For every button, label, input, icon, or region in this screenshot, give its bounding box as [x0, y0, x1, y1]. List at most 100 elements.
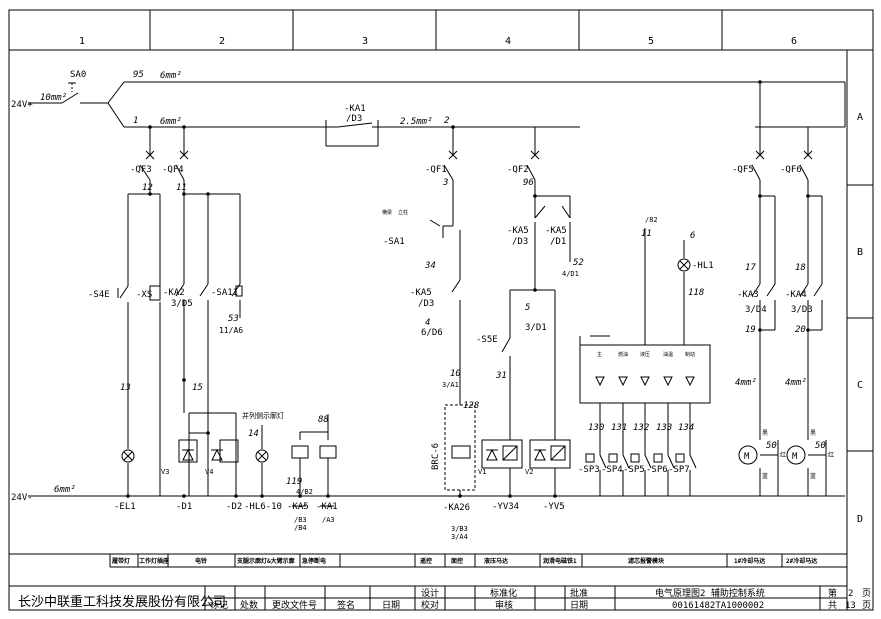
node-52-ref: 4/D1 — [562, 270, 579, 278]
supply-plus: 24V+ — [11, 100, 33, 110]
dev-sp7: -SP7 — [668, 465, 690, 475]
node-10: 10 — [450, 369, 461, 379]
tb-ye: 页 — [862, 588, 871, 599]
dev-ka1-b-ref: /A3 — [322, 516, 335, 524]
dev-qf1: -QF1 — [425, 165, 447, 175]
func-10: 润滑电磁铁1 — [543, 557, 577, 565]
node-133: 133 — [656, 423, 672, 433]
dev-ka5-c: -KA5 — [545, 226, 567, 236]
func-9: 液压马达 — [484, 557, 508, 565]
node-118: 118 — [688, 288, 704, 298]
tb-date2: 日期 — [570, 600, 588, 611]
func-0: 履带灯 — [111, 557, 130, 565]
motor-2-icon — [786, 445, 806, 465]
dev-ka5-b: -KA5 — [507, 226, 529, 236]
node-52: 52 — [573, 258, 584, 268]
func-1: 工作灯插座 — [139, 557, 169, 565]
tb-standard: 标准化 — [490, 587, 517, 599]
wire-minus: 6mm² — [54, 485, 76, 495]
wire-in: 10mm² — [40, 93, 67, 103]
node-50a: 50 — [766, 441, 777, 451]
node-5-ref: 3/D1 — [525, 323, 547, 333]
switch-sa0: SA0 — [70, 70, 86, 80]
dev-hl1: -HL1 — [692, 261, 714, 271]
dev-ka1: -KA1 — [344, 104, 366, 114]
row-b: B — [857, 247, 863, 258]
dev-sa1-l: 横梁 — [382, 209, 392, 216]
dev-qf3: -QF3 — [130, 165, 152, 175]
panel-label-1: 燃油 — [618, 351, 628, 358]
dev-sa11: -SA11 — [211, 288, 238, 298]
func-7: 遥控 — [420, 557, 432, 565]
motor-2-wire-b: 红 — [828, 451, 834, 459]
dev-d2: -D2 — [226, 502, 242, 512]
col-2: 2 — [219, 36, 225, 47]
node-119: 119 — [286, 477, 302, 487]
col-5: 5 — [648, 36, 654, 47]
drawing-title: 电气原理图2_辅助控制系统 — [655, 587, 765, 599]
node-50b: 50 — [815, 441, 826, 451]
tb-di: 第 — [828, 587, 837, 599]
node-53: 53 — [228, 314, 239, 324]
tb-mark: 标记 — [210, 599, 228, 611]
dev-ka1-ref: /D3 — [346, 114, 362, 124]
dev-hl6: -HL6-10 — [244, 502, 282, 512]
tb-sign: 签名 — [337, 599, 355, 611]
dev-ka4-ref: 3/D3 — [791, 305, 813, 315]
func-13: 2#冷却马达 — [786, 557, 817, 565]
dev-ka5-d: -KA5 — [287, 502, 309, 512]
dev-ka5-a: -KA5 — [410, 288, 432, 298]
tb-page: 2 — [848, 589, 853, 599]
dev-sp4: -SP4 — [601, 465, 623, 475]
dev-qf6: -QF6 — [780, 165, 802, 175]
dev-ka26-ref: 3/B3 — [451, 525, 468, 533]
node-4: 4 — [425, 318, 430, 328]
node-95: 95 — [133, 70, 144, 80]
dev-yv5: -YV5 — [543, 502, 565, 512]
tb-count: 处数 — [240, 599, 258, 611]
node-134: 134 — [678, 423, 694, 433]
tb-review: 审核 — [495, 599, 513, 611]
panel-label-2: 液压 — [640, 351, 650, 358]
lamp-note: 并列侧示廓灯 — [242, 411, 284, 420]
node-53-ref: 11/A6 — [219, 326, 243, 335]
dev-ka3: -KA3 — [737, 290, 759, 300]
node-31: 31 — [495, 371, 507, 381]
dev-ka5-a-ref: /D3 — [418, 299, 434, 309]
dev-v3: V3 — [161, 468, 169, 476]
tb-date: 日期 — [382, 600, 400, 611]
func-12: 1#冷却马达 — [734, 557, 765, 565]
dev-sp5: -SP5 — [623, 465, 645, 475]
col-4: 4 — [505, 36, 511, 47]
col-3: 3 — [362, 36, 368, 47]
dev-yv34: -YV34 — [492, 502, 519, 512]
dev-qf2: -QF2 — [507, 165, 529, 175]
dev-d1: -D1 — [176, 502, 192, 512]
node-119-ref: 4/B2 — [296, 488, 313, 496]
node-131: 131 — [611, 423, 627, 433]
panel-label-3: 油温 — [663, 351, 673, 358]
node-96: 96 — [523, 178, 534, 188]
func-3: 支腿示廓灯&大臂示廓 — [236, 557, 295, 565]
node-2: 2 — [444, 116, 449, 126]
supply-minus: 24V- — [11, 493, 33, 503]
dev-ka5-d-ref2: /B4 — [294, 524, 307, 532]
tb-change-doc: 更改文件号 — [272, 599, 317, 611]
node-3: 3 — [442, 178, 448, 188]
motor-2-wire-a: 黑 — [810, 430, 816, 437]
dev-ka1-b: -KA1 — [316, 502, 338, 512]
node-11: 11 — [176, 183, 187, 193]
node-88: 88 — [318, 415, 329, 425]
col-6: 6 — [791, 36, 797, 47]
wire-bus-95: 6mm² — [160, 71, 182, 81]
tb-ye2: 页 — [862, 600, 871, 611]
dev-ka2: -KA2 — [163, 288, 185, 298]
dev-ka5-c-ref: /D1 — [550, 237, 566, 247]
dev-xs: -XS — [136, 290, 152, 300]
tb-approve: 批准 — [570, 587, 588, 599]
dev-brc: BRC-6 — [431, 443, 441, 470]
outer-frame — [8, 9, 874, 611]
dev-ka3-ref: 3/D4 — [745, 305, 767, 315]
row-a: A — [857, 112, 863, 123]
